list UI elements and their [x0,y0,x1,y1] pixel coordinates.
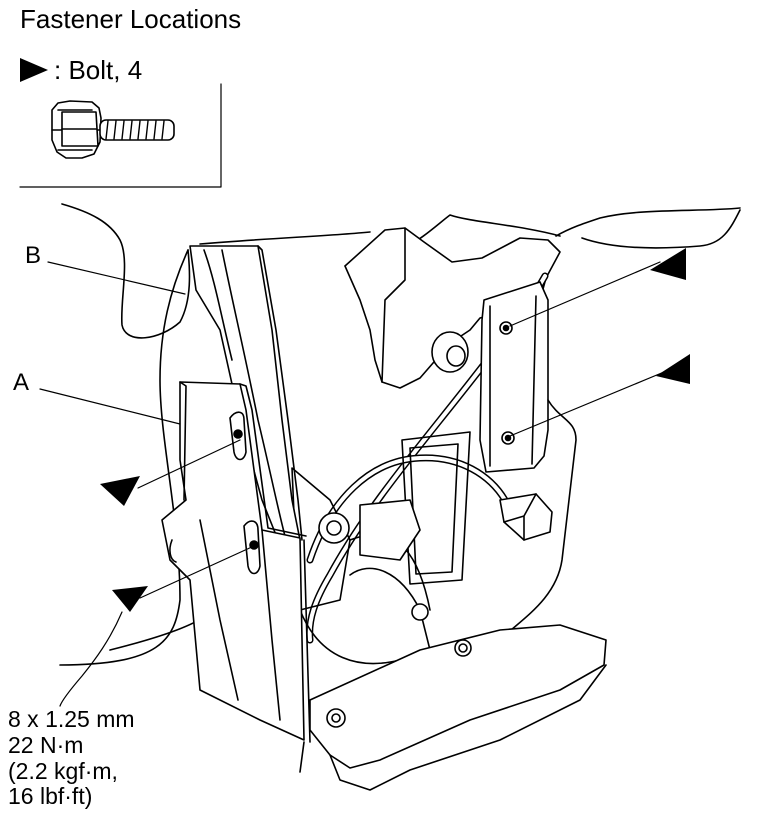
callout-label-a: A [13,369,30,396]
torque-spec-line: (2.2 kgf·m, [8,757,118,784]
torque-spec-line: 22 N·m [8,731,84,758]
legend-triangle-icon [20,58,48,82]
diagram-title: Fastener Locations [20,4,242,34]
bolt-marker-icon [656,354,690,384]
legend-bolt-text: : Bolt, 4 [54,55,143,85]
bolt-icon [51,100,175,159]
bolt-marker-icon [112,586,148,612]
bracket-a [161,381,311,773]
bolt-location-markers [100,248,690,612]
torque-spec: 8 x 1.25 mm 22 N·m (2.2 kgf·m, 16 lbf·ft… [8,706,135,810]
torque-spec-line: 16 lbf·ft) [8,783,93,810]
callout-label-b: B [25,242,42,269]
floor-plate [309,603,607,791]
right-mounting-plate [479,281,549,473]
torque-spec-line: 8 x 1.25 mm [8,706,135,732]
bolt-marker-icon [100,476,140,506]
leader-lines [39,261,665,707]
pillar-b [189,245,303,546]
bolt-marker-icon [650,248,686,280]
upper-bracket [344,227,561,389]
lower-support [291,399,577,665]
bolt-inset-frame [19,83,222,188]
